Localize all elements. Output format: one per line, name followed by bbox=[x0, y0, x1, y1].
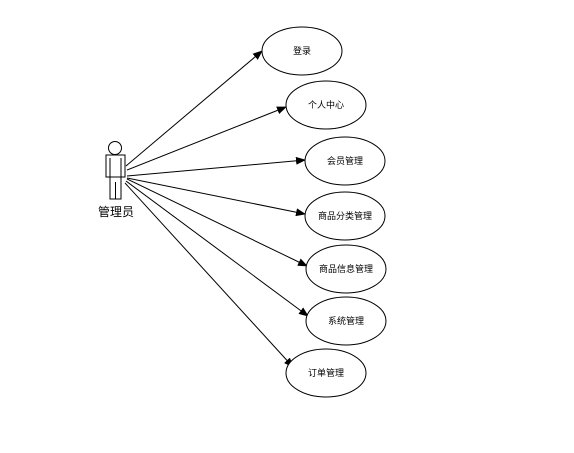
use-case-label-login: 登录 bbox=[293, 46, 311, 57]
use-case-order-management[interactable]: 订单管理 bbox=[285, 348, 367, 398]
association-arrow-product-info-management bbox=[126, 178, 308, 267]
association-arrow-member-management bbox=[126, 156, 306, 177]
use-case-ellipse bbox=[285, 80, 367, 130]
association-arrow-system-management bbox=[125, 180, 309, 317]
use-case-label-system-management: 系统管理 bbox=[328, 315, 364, 327]
association-arrow-category-management bbox=[126, 177, 306, 217]
associations bbox=[124, 50, 309, 368]
use-case-ellipse bbox=[305, 244, 387, 294]
use-case-label-category-management: 商品分类管理 bbox=[318, 210, 372, 222]
use-case-system-management[interactable]: 系统管理 bbox=[305, 296, 387, 346]
actor-torso bbox=[105, 154, 126, 178]
use-case-label-order-management: 订单管理 bbox=[308, 367, 344, 379]
use-case-login[interactable]: 登录 bbox=[261, 26, 343, 76]
use-case-label-product-info-management: 商品信息管理 bbox=[319, 263, 373, 275]
use-case-ellipse bbox=[304, 191, 386, 241]
actor-label: 管理员 bbox=[98, 204, 134, 219]
use-case-ellipse bbox=[261, 26, 343, 76]
actor-figure bbox=[105, 141, 126, 200]
use-case-product-info-management[interactable]: 商品信息管理 bbox=[305, 244, 387, 294]
use-case-category-management[interactable]: 商品分类管理 bbox=[304, 191, 386, 241]
actor-head bbox=[108, 141, 122, 155]
use-case-ellipse bbox=[304, 136, 386, 186]
use-case-ellipse bbox=[305, 296, 387, 346]
use-case-label-personal-center: 个人中心 bbox=[308, 99, 344, 111]
use-case-personal-center[interactable]: 个人中心 bbox=[285, 80, 367, 130]
association-arrow-order-management bbox=[124, 182, 294, 368]
use-case-ellipse bbox=[285, 348, 367, 398]
association-arrow-login bbox=[125, 50, 263, 167]
association-arrow-personal-center bbox=[126, 106, 287, 171]
use-case-member-management[interactable]: 会员管理 bbox=[304, 136, 386, 186]
use-case-label-member-management: 会员管理 bbox=[327, 155, 363, 167]
